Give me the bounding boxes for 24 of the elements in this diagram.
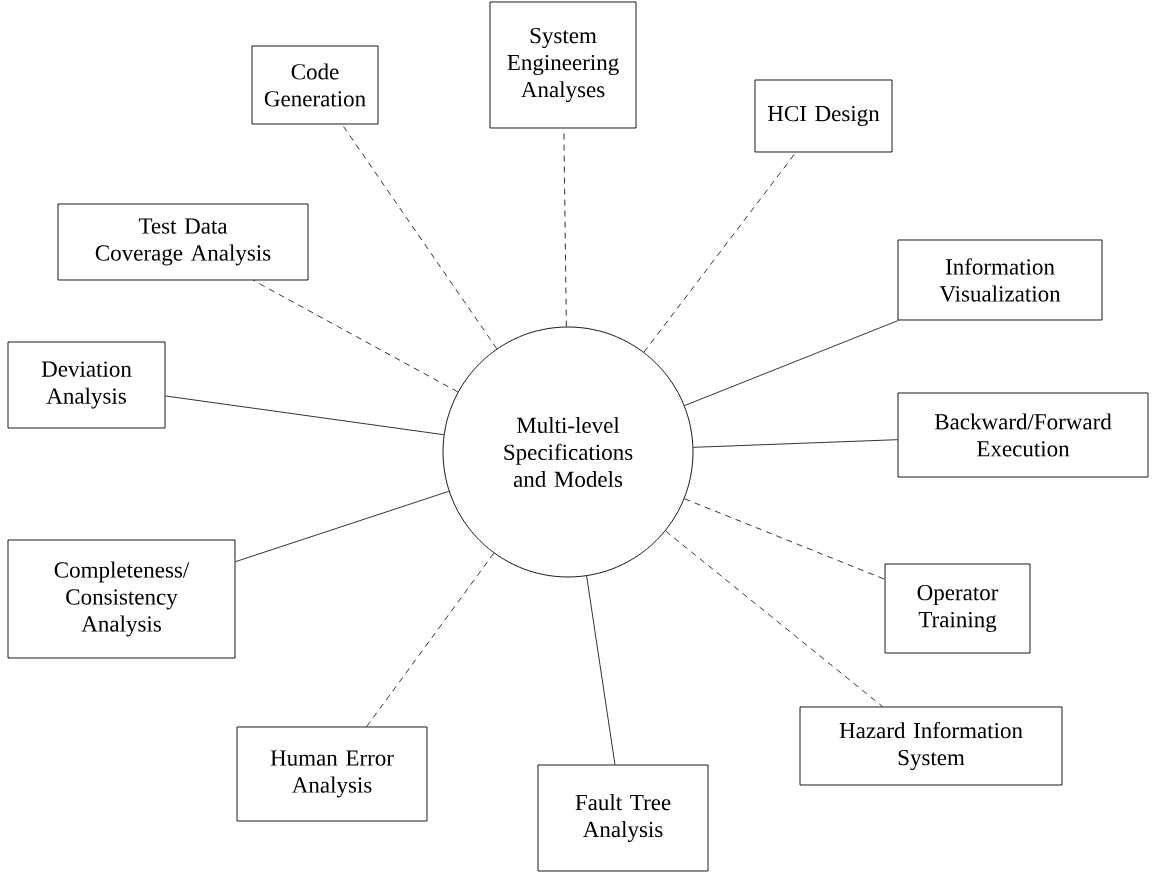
task-box: Deviation Analysis — [7, 341, 166, 429]
connector-line — [684, 320, 899, 406]
connector-line — [165, 395, 445, 436]
task-box: Completeness/ Consistency Analysis — [7, 539, 236, 659]
task-box: Human Error Analysis — [236, 726, 428, 822]
task-box: Operator Training — [884, 563, 1031, 654]
connector-line — [253, 280, 459, 393]
task-box: Hazard Information System — [799, 706, 1063, 786]
task-box: Test Data Coverage Analysis — [57, 203, 309, 281]
connector-line — [643, 152, 797, 353]
connector-line — [235, 490, 450, 563]
connector-line — [665, 530, 883, 707]
task-box: Information Visualization — [897, 239, 1103, 321]
connector-line — [366, 552, 495, 727]
connector-line — [692, 439, 898, 448]
task-box: HCI Design — [754, 79, 893, 153]
connector-line — [586, 575, 616, 765]
task-box: Fault Tree Analysis — [537, 764, 709, 872]
task-box: Code Generation — [251, 45, 379, 125]
task-box: System Engineering Analyses — [489, 1, 637, 129]
connector-line — [563, 128, 567, 327]
task-box: Backward/Forward Execution — [897, 392, 1149, 478]
connector-line — [341, 124, 498, 350]
connector-line — [684, 498, 885, 580]
